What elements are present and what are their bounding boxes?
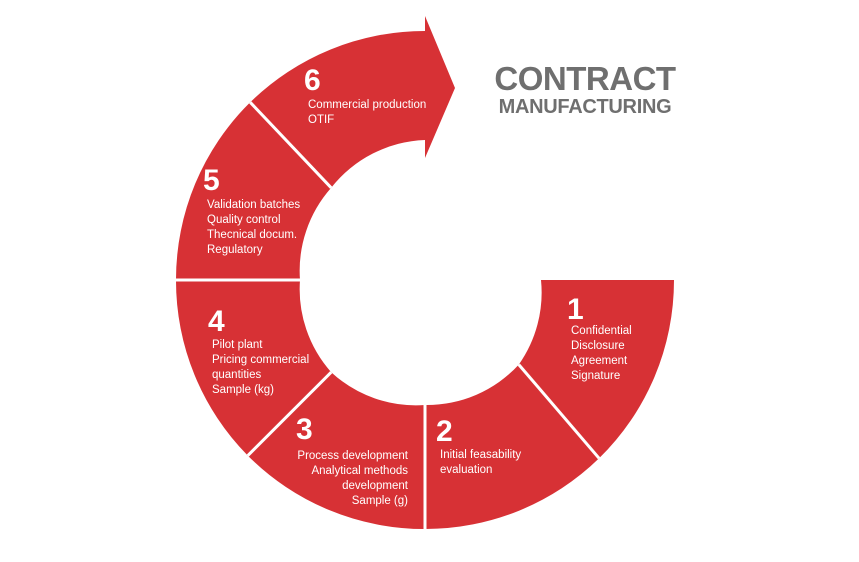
step-2-number: 2 xyxy=(436,415,453,448)
step-1-number: 1 xyxy=(567,293,584,326)
step-1-line: Agreement xyxy=(571,355,628,367)
step-5-number: 5 xyxy=(203,164,220,197)
title-line-1: CONTRACT xyxy=(494,60,676,97)
step-2-label: 2 Initial feasability evaluation xyxy=(436,415,521,476)
step-5-line: Thecnical docum. xyxy=(207,229,297,241)
step-5-segment xyxy=(175,102,332,280)
step-4-segment xyxy=(175,280,332,456)
step-5-line: Validation batches xyxy=(207,199,300,211)
diagram-title: CONTRACT MANUFACTURING xyxy=(470,60,700,119)
separator-1-2 xyxy=(517,363,601,460)
title-line-2: MANUFACTURING xyxy=(498,96,672,118)
step-4-line: Sample (kg) xyxy=(212,384,274,396)
step-1-line: Disclosure xyxy=(571,340,625,352)
step-4-number: 4 xyxy=(208,305,225,338)
step-1-segment xyxy=(518,280,675,459)
step-5-line: Regulatory xyxy=(207,244,263,256)
step-6-line: Commercial production xyxy=(308,99,426,111)
step-2-line: Initial feasability xyxy=(440,449,521,461)
step-4-label: 4 Pilot plant Pricing commercial quantit… xyxy=(208,305,309,396)
step-5-line: Quality control xyxy=(207,214,281,226)
step-3-line: Process development xyxy=(297,450,408,462)
step-3-number: 3 xyxy=(296,413,313,446)
step-4-line: Pilot plant xyxy=(212,339,263,351)
step-6-segment xyxy=(250,16,455,188)
segment-separators xyxy=(175,101,601,530)
step-6-label: 6 Commercial production OTIF xyxy=(304,64,426,126)
step-1-line: Confidential xyxy=(571,325,632,337)
step-2-line: evaluation xyxy=(440,464,492,476)
step-3-line: Analytical methods xyxy=(311,465,408,477)
step-3-line: Sample (g) xyxy=(352,495,408,507)
step-1-line: Signature xyxy=(571,370,620,382)
step-6-number: 6 xyxy=(304,64,321,97)
step-4-line: quantities xyxy=(212,369,261,381)
step-5-label: 5 Validation batches Quality control The… xyxy=(203,164,300,256)
step-2-segment xyxy=(425,364,600,530)
step-3-label: 3 Process development Analytical methods… xyxy=(296,413,409,507)
step-1-label: 1 Confidential Disclosure Agreement Sign… xyxy=(567,293,632,382)
step-6-line: OTIF xyxy=(308,114,334,126)
step-4-line: Pricing commercial xyxy=(212,354,309,366)
separator-3-4 xyxy=(246,371,333,457)
separator-5-6 xyxy=(249,101,333,189)
step-3-line: development xyxy=(342,480,409,492)
